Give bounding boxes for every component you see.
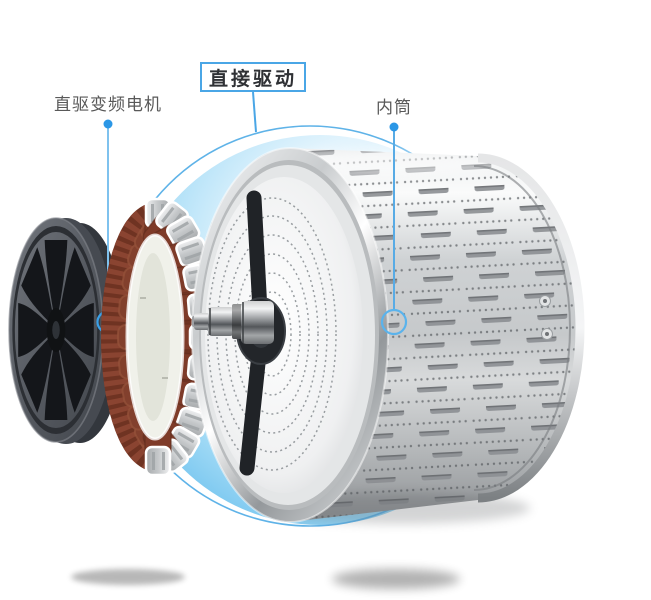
motor-callout-dot	[103, 119, 113, 129]
rotor-disc	[8, 217, 124, 444]
drum-callout-ring	[380, 308, 408, 336]
drum-back-rim	[477, 153, 585, 503]
motor-label: 直驱变频电机	[54, 95, 162, 114]
drive-shaft	[192, 301, 274, 344]
drum-callout	[380, 122, 408, 336]
drum-label: 内筒	[376, 98, 412, 117]
badge-connector-line	[252, 91, 257, 133]
drum-front-face	[191, 147, 389, 523]
rotor-spokes	[12, 226, 100, 434]
drum-cylinder	[191, 147, 585, 524]
drum-callout-dot	[389, 122, 399, 132]
direct-drive-badge: 直接驱动	[200, 62, 306, 92]
ground-shadow-left	[71, 569, 185, 585]
screw-bottom	[541, 328, 553, 340]
screw-top	[539, 295, 551, 307]
ground-shadow-right	[332, 569, 460, 589]
